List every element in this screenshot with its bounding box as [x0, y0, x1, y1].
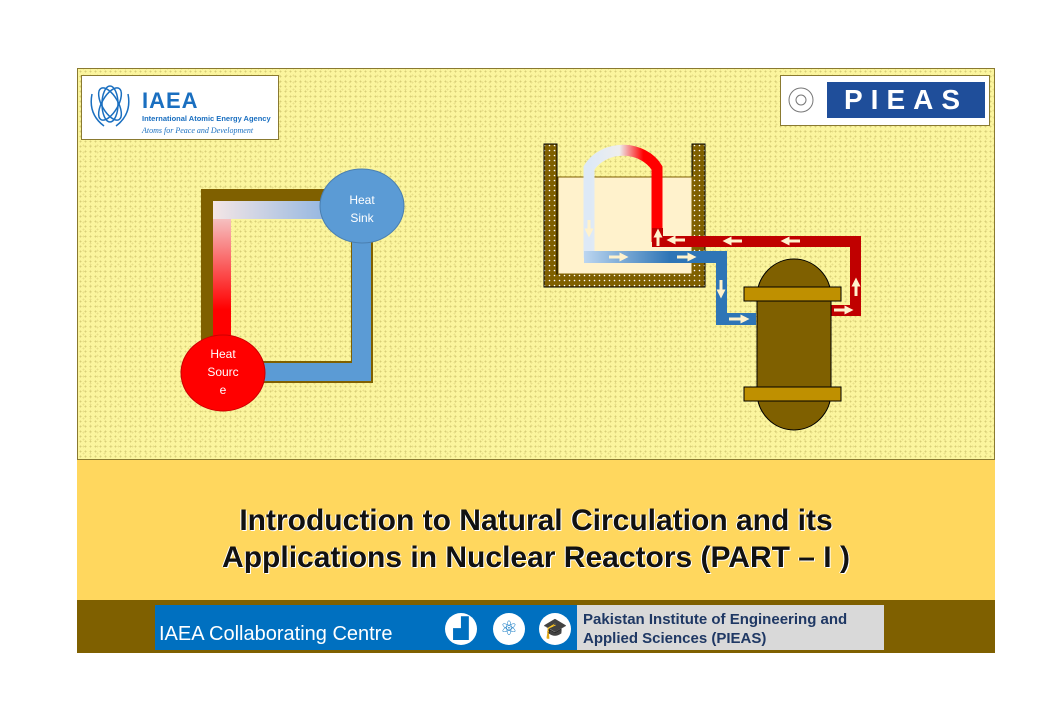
flow-arrows	[584, 220, 861, 324]
reactor-schematic	[543, 143, 861, 431]
title-line-1: Introduction to Natural Circulation and …	[239, 504, 833, 537]
heat-source-label-3: e	[220, 383, 227, 397]
diagrams: Heat Sink Heat Sourc e	[180, 143, 861, 431]
footer-left: IAEA Collaborating Centre ▟ ⚛ 🎓	[155, 605, 577, 650]
reactor-vessel	[756, 258, 832, 431]
footer-right: Pakistan Institute of Engineering and Ap…	[577, 605, 884, 650]
title-band	[77, 460, 995, 600]
reactor-icon: ▟	[445, 613, 477, 645]
footer-left-text: IAEA Collaborating Centre	[159, 623, 393, 645]
heat-sink-label-2: Sink	[350, 211, 374, 225]
iaea-tagline: Atoms for Peace and Development	[142, 126, 254, 135]
pieas-name: PIEAS	[827, 82, 985, 118]
heat-source-label-1: Heat	[210, 347, 236, 361]
natural-circulation-loop: Heat Sink Heat Sourc e	[180, 168, 405, 412]
heat-sink	[319, 168, 405, 244]
iaea-name: IAEA	[142, 88, 199, 113]
heat-source-label-2: Sourc	[207, 365, 238, 379]
iaea-logo: IAEA International Atomic Energy Agency …	[81, 75, 279, 140]
heat-source	[180, 334, 266, 412]
pieas-emblem-icon	[788, 87, 814, 113]
footer-right-line-2: Applied Sciences (PIEAS)	[583, 630, 767, 647]
atom-wreath-icon	[90, 85, 130, 127]
atom-icon: ⚛	[493, 613, 525, 645]
pieas-logo: PIEAS	[780, 75, 990, 126]
title-line-2: Applications in Nuclear Reactors (PART –…	[222, 541, 850, 574]
slide-title: Introduction to Natural Circulation and …	[77, 502, 995, 576]
graduation-cap-icon: 🎓	[539, 613, 571, 645]
footer-right-line-1: Pakistan Institute of Engineering and	[583, 611, 848, 628]
slide: Heat Sink Heat Sourc e	[77, 68, 995, 653]
iaea-subtitle: International Atomic Energy Agency	[142, 114, 271, 123]
heat-sink-label-1: Heat	[349, 193, 375, 207]
